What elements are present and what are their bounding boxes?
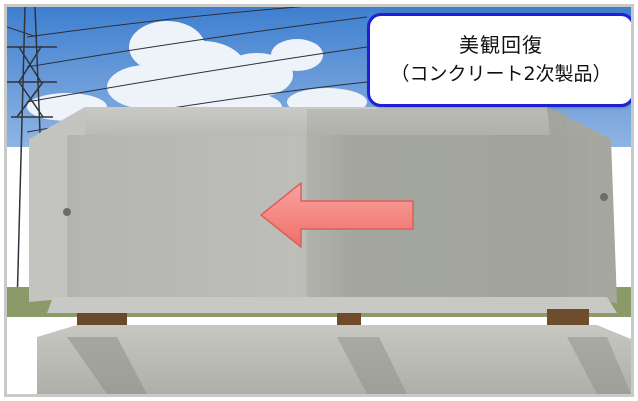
caption-title: 美観回復 (459, 33, 543, 57)
power-lines (7, 7, 368, 133)
left-arrow-icon (260, 182, 414, 248)
caption-badge: 美観回復 （コンクリート2次製品） (367, 13, 631, 107)
lower-concrete-block (37, 325, 631, 394)
caption-subtitle: （コンクリート2次製品） (390, 63, 612, 85)
photo-frame: 美観回復 （コンクリート2次製品） (4, 4, 634, 397)
